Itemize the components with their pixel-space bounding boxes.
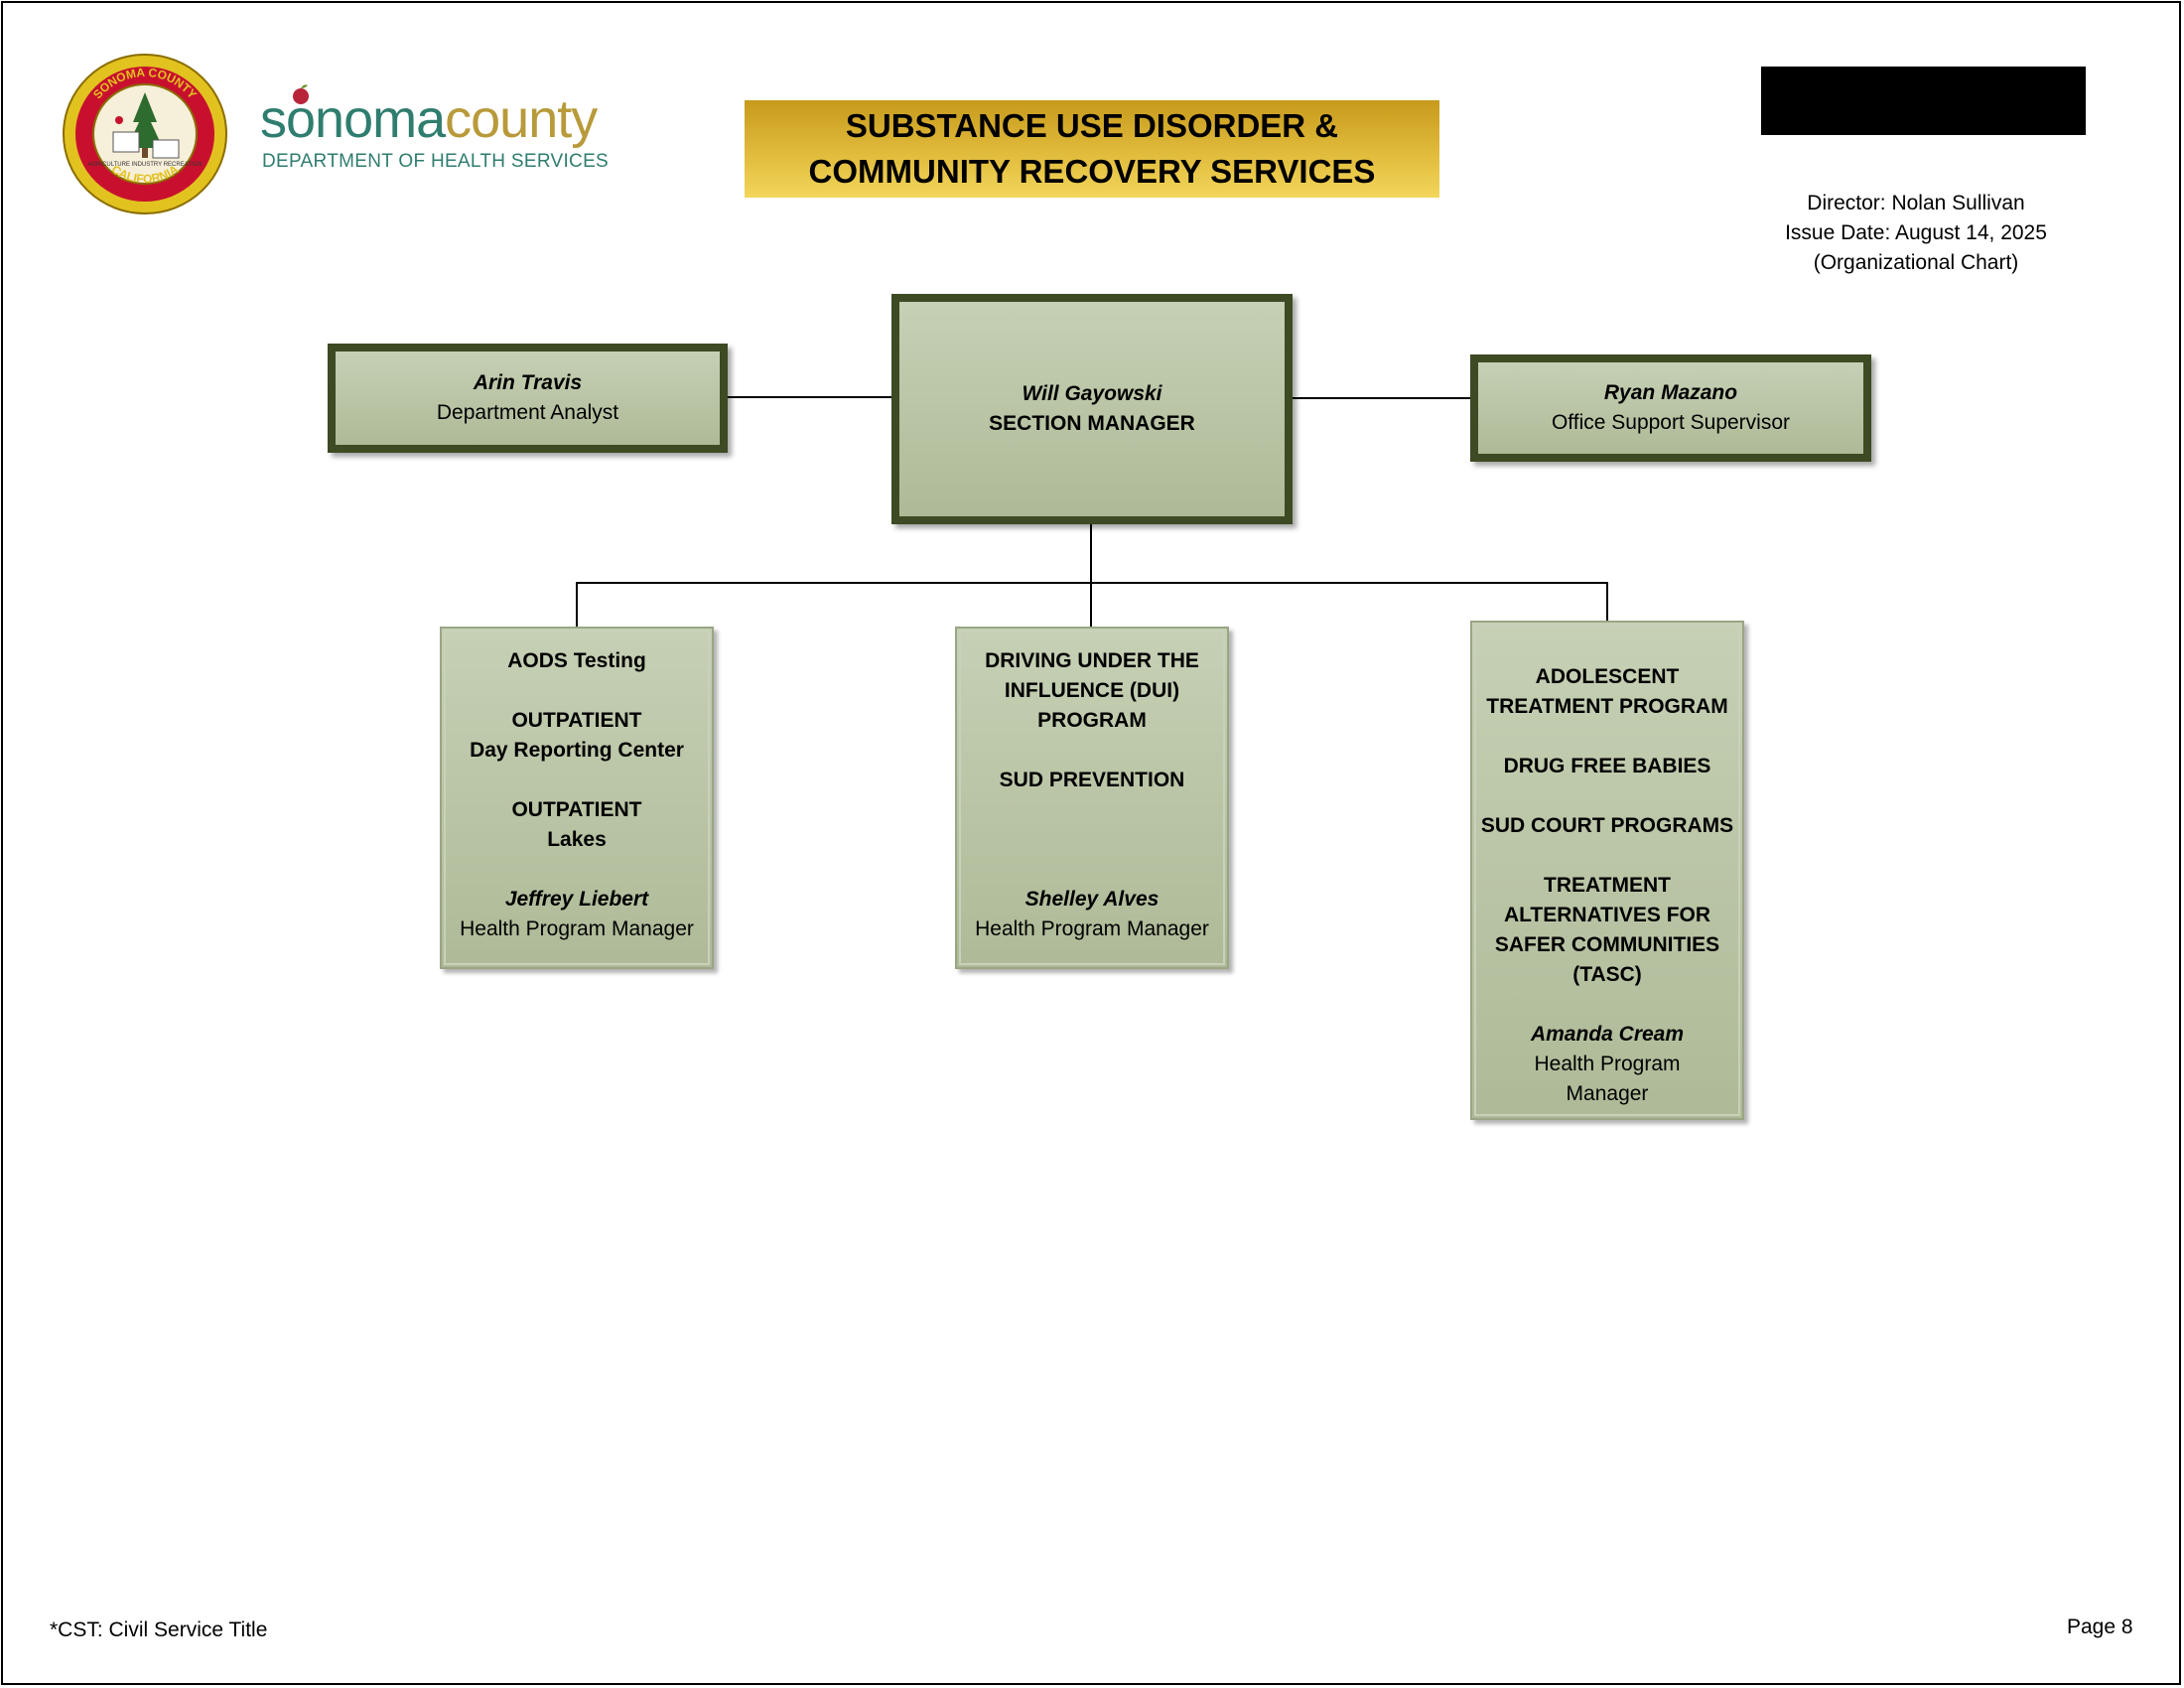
manager-name: Will Gayowski xyxy=(1022,382,1162,405)
program-aods-testing: AODS Testing xyxy=(507,649,646,672)
program-outpatient-drc-1: OUTPATIENT xyxy=(511,709,642,732)
center-program-box: DRIVING UNDER THE INFLUENCE (DUI) PROGRA… xyxy=(955,627,1229,969)
analyst-title: Department Analyst xyxy=(436,401,619,424)
right-manager-title-1: Health Program xyxy=(1534,1053,1681,1075)
analyst-name: Arin Travis xyxy=(473,371,583,394)
connector-manager-down xyxy=(1090,520,1092,584)
manager-title: SECTION MANAGER xyxy=(989,412,1195,435)
apple-icon xyxy=(293,84,309,104)
issue-date-text: Issue Date: August 14, 2025 xyxy=(1785,221,2047,244)
program-outpatient-drc-2: Day Reporting Center xyxy=(470,739,684,762)
connector-office xyxy=(1291,397,1473,399)
connector-left-drop xyxy=(576,582,578,627)
analyst-box: Arin Travis Department Analyst xyxy=(328,344,728,453)
logo-letter-s: s xyxy=(260,89,287,149)
connector-analyst xyxy=(726,396,894,398)
office-title: Office Support Supervisor xyxy=(1551,411,1791,434)
connector-center-drop xyxy=(1090,582,1092,627)
director-text: Director: Nolan Sullivan xyxy=(1807,192,2025,214)
program-outpatient-lakes-1: OUTPATIENT xyxy=(511,798,642,821)
office-box: Ryan Mazano Office Support Supervisor xyxy=(1470,354,1871,462)
redaction-block xyxy=(1761,67,2086,135)
right-manager-name: Amanda Cream xyxy=(1530,1023,1685,1046)
page-number: Page 8 xyxy=(2067,1616,2133,1638)
right-program-box: ADOLESCENT TREATMENT PROGRAM DRUG FREE B… xyxy=(1470,621,1744,1120)
logo-word-county: county xyxy=(445,89,598,149)
chart-type-text: (Organizational Chart) xyxy=(1813,251,2019,274)
program-dui-3: PROGRAM xyxy=(1037,709,1147,732)
sonoma-county-logo: sonomacounty DEPARTMENT OF HEALTH SERVIC… xyxy=(260,84,610,181)
program-sud-court: SUD COURT PROGRAMS xyxy=(1480,814,1734,837)
logo-subtitle: DEPARTMENT OF HEALTH SERVICES xyxy=(262,151,610,172)
left-manager-title: Health Program Manager xyxy=(460,917,694,940)
program-sud-prevention: SUD PREVENTION xyxy=(999,769,1185,791)
center-manager-name: Shelley Alves xyxy=(1024,888,1160,911)
office-name: Ryan Mazano xyxy=(1603,381,1738,404)
title-line-1: SUBSTANCE USE DISORDER & xyxy=(845,107,1339,144)
program-outpatient-lakes-2: Lakes xyxy=(547,828,607,851)
program-dui-2: INFLUENCE (DUI) xyxy=(1004,679,1180,702)
program-drug-free-babies: DRUG FREE BABIES xyxy=(1503,755,1711,777)
program-tasc-4: (TASC) xyxy=(1572,963,1642,986)
logo-word-noma: noma xyxy=(315,89,446,149)
left-manager-name: Jeffrey Liebert xyxy=(504,888,649,911)
left-program-box: AODS Testing OUTPATIENT Day Reporting Ce… xyxy=(440,627,714,969)
program-tasc-3: SAFER COMMUNITIES xyxy=(1494,933,1720,956)
footer-note: *CST: Civil Service Title xyxy=(50,1618,268,1641)
program-tasc-2: ALTERNATIVES FOR xyxy=(1503,904,1711,926)
connector-right-drop xyxy=(1606,582,1608,621)
center-manager-title: Health Program Manager xyxy=(975,917,1209,940)
program-tasc-1: TREATMENT xyxy=(1544,874,1671,897)
seal-center-text: AGRICULTURE INDUSTRY RECREATION xyxy=(87,162,202,168)
connector-horizontal xyxy=(576,582,1608,584)
county-seal: AGRICULTURE INDUSTRY RECREATION SONOMA C… xyxy=(63,54,227,214)
manager-box: Will Gayowski SECTION MANAGER xyxy=(891,294,1293,524)
program-adolescent-2: TREATMENT PROGRAM xyxy=(1486,695,1728,718)
title-banner: SUBSTANCE USE DISORDER & COMMUNITY RECOV… xyxy=(745,100,1439,198)
chart-meta: Director: Nolan Sullivan Issue Date: Aug… xyxy=(1757,189,2075,278)
title-line-2: COMMUNITY RECOVERY SERVICES xyxy=(808,153,1376,190)
logo-wordmark: sonomacounty xyxy=(260,89,598,149)
right-manager-title-2: Manager xyxy=(1566,1082,1649,1105)
program-dui-1: DRIVING UNDER THE xyxy=(985,649,1199,672)
program-adolescent-1: ADOLESCENT xyxy=(1535,665,1680,688)
